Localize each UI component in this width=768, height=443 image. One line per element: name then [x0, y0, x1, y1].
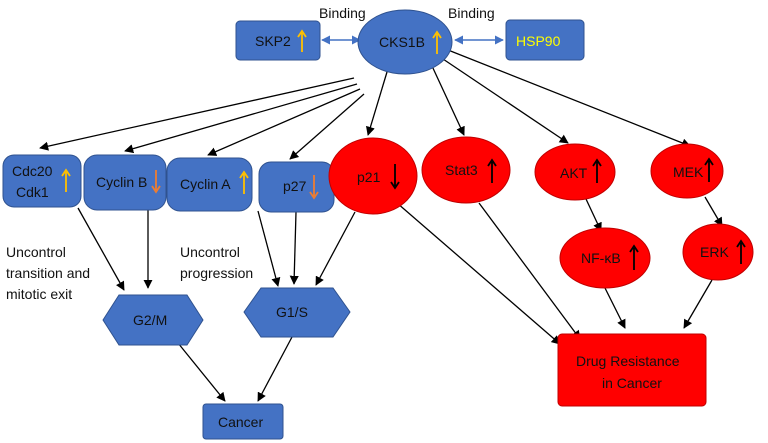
node-cancer: Cancer [202, 403, 284, 440]
up-arrow-icon [592, 158, 602, 183]
annotation-left-line1: Uncontrol [6, 244, 66, 260]
annotation-left-line2: transition and [6, 265, 90, 281]
node-skp2: SKP2 [235, 20, 321, 61]
edge-cks1b-akt [439, 56, 569, 144]
edge-cks1b-cyclina [207, 88, 361, 156]
node-skp2-label: SKP2 [255, 33, 291, 49]
node-erk-label: ERK [700, 244, 729, 260]
node-nfkb: NF-κB [559, 227, 651, 289]
node-mek-label: MEK [673, 164, 704, 180]
node-cyclin-a: Cyclin A [166, 157, 253, 212]
edge-nfkb-drug [604, 287, 626, 329]
annotation-mid-line1: Uncontrol [180, 244, 240, 260]
node-p21: p21 [328, 137, 418, 215]
binding-label-right: Binding [448, 5, 495, 21]
node-g1s-label: G1/S [276, 304, 308, 320]
node-p27-label: p27 [283, 178, 307, 194]
node-hsp90: HSP90 [505, 19, 585, 61]
up-arrow-icon [297, 29, 307, 52]
down-arrow-icon [309, 175, 319, 200]
node-g2m-label: G2/M [133, 312, 167, 328]
node-akt: AKT [534, 143, 616, 201]
node-cyclin-b-label: Cyclin B [96, 174, 147, 190]
annotation-left-line3: mitotic exit [6, 286, 72, 302]
node-cdk1-label: Cdk1 [16, 184, 49, 200]
edge-p21-drug [381, 189, 561, 345]
edge-cks1b-p27 [289, 93, 365, 160]
edges [39, 49, 723, 402]
edge-cks1b-cyclinb [124, 83, 358, 154]
node-stat3-label: Stat3 [445, 162, 478, 178]
annotation-mid-line2: progression [180, 265, 253, 281]
node-cks1b-label: CKS1B [379, 34, 425, 50]
up-arrow-icon [61, 168, 71, 192]
node-g1s: G1/S [243, 287, 351, 338]
node-drug-resistance-line1: Drug Resistance [576, 353, 680, 369]
node-drug-resistance: Drug Resistance in Cancer [557, 333, 707, 407]
edge-p27-g1s [289, 211, 299, 285]
edge-cks1b-p21 [366, 71, 388, 136]
node-nfkb-label: NF-κB [581, 250, 621, 266]
node-cyclin-b: Cyclin B [83, 154, 167, 211]
edge-cks1b-cdc20 [39, 77, 355, 151]
node-p21-label: p21 [357, 169, 381, 185]
node-p27: p27 [258, 161, 335, 213]
edge-cks1b-stat3 [431, 65, 465, 136]
node-stat3: Stat3 [421, 136, 511, 204]
edge-cdc20-g2m [77, 207, 125, 291]
node-drug-resistance-line2: in Cancer [602, 375, 662, 391]
down-arrow-icon [390, 164, 400, 190]
up-arrow-icon [736, 239, 746, 264]
node-akt-label: AKT [560, 165, 588, 181]
node-mek: MEK [650, 143, 724, 199]
node-cdc20-label: Cdc20 [12, 163, 53, 179]
binding-label-left: Binding [319, 5, 366, 21]
up-arrow-icon [487, 158, 497, 183]
up-arrow-icon [239, 170, 249, 194]
edge-cks1b-mek [447, 49, 691, 148]
edge-g1s-cancer [257, 336, 293, 402]
edge-akt-nfkb [585, 198, 602, 232]
edge-erk-drug [683, 279, 713, 329]
annotation-mid: Uncontrol progression [180, 244, 253, 281]
node-erk: ERK [682, 223, 754, 281]
edge-g2m-cancer [177, 342, 226, 402]
edge-stat3-drug [478, 202, 581, 340]
node-g2m: G2/M [102, 294, 204, 346]
node-cyclin-a-label: Cyclin A [180, 176, 231, 192]
up-arrow-icon [704, 157, 714, 182]
node-hsp90-label: HSP90 [516, 33, 561, 49]
edge-cyclina-g1s [257, 210, 281, 287]
annotation-left: Uncontrol transition and mitotic exit [6, 244, 90, 302]
down-arrow-icon [151, 170, 161, 194]
edge-p21-g1s [315, 211, 356, 286]
up-arrow-icon [432, 30, 442, 54]
node-cdc20-cdk1: Cdc20 Cdk1 [2, 154, 82, 208]
node-cks1b: CKS1B [357, 9, 453, 75]
up-arrow-icon [629, 244, 639, 270]
edge-mek-erk [704, 196, 723, 227]
node-cancer-label: Cancer [218, 414, 263, 430]
